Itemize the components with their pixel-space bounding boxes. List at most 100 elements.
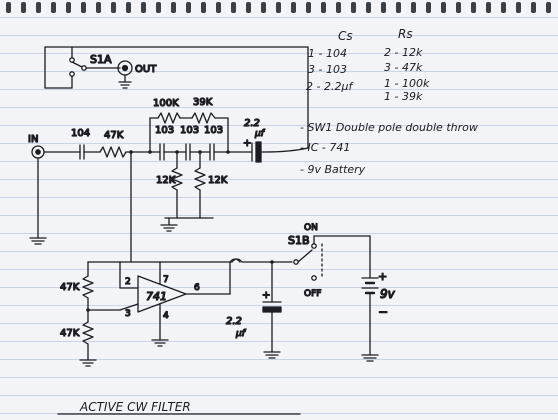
resistor-47k-divider-top-label: 47K: [60, 282, 80, 293]
capacitor-2-2uf-bypass-unit: µf: [235, 329, 247, 339]
cs-item-1: 1 - 104: [308, 47, 347, 60]
plus-bypass-cap: +: [262, 290, 270, 301]
capacitor-2-2uf-bypass-value: 2.2: [226, 316, 242, 327]
capacitor-103-a-label: 103: [155, 125, 174, 136]
resistor-39k: [191, 112, 216, 124]
binding-ring: [426, 2, 431, 13]
binding-ring: [171, 2, 176, 13]
wire-v-plus: [119, 258, 293, 263]
part-note-2: - IC - 741: [300, 141, 350, 154]
resistor-12k-b-label: 12K: [208, 175, 228, 186]
resistor-100k-label: 100K: [153, 98, 179, 109]
part-note-1: - SW1 Double pole double throw: [300, 121, 478, 134]
binding-ring: [471, 2, 476, 13]
battery-minus: −: [378, 305, 388, 319]
resistor-100k: [157, 112, 181, 124]
resistor-47k-input: [99, 146, 127, 158]
binding-ring: [246, 2, 251, 13]
binding-ring: [216, 2, 221, 13]
input-jack: [29, 145, 47, 245]
on-label: ON: [304, 223, 318, 233]
binding-ring: [336, 2, 341, 13]
cs-item-2: 3 - 103: [308, 63, 347, 76]
binding-ring: [81, 2, 86, 13]
rs-item-1: 2 - 12k: [384, 46, 423, 59]
capacitor-103-c-label: 103: [204, 125, 223, 136]
binding-ring: [366, 2, 371, 13]
binding-ring: [261, 2, 266, 13]
switch-s1a: [44, 46, 309, 149]
part-note-3: - 9v Battery: [300, 163, 366, 176]
pin2-label: 2: [125, 277, 131, 287]
diagram-title: ACTIVE CW FILTER: [79, 400, 191, 414]
off-label: OFF: [304, 289, 321, 299]
binding-ring: [501, 2, 506, 13]
binding-ring: [396, 2, 401, 13]
opamp-741: [137, 275, 187, 313]
resistor-47k-divider-bottom-label: 47K: [60, 328, 80, 339]
resistor-12k-b: [194, 167, 206, 191]
resistor-47k-divider-bottom: [82, 321, 94, 345]
resistor-39k-label: 39K: [193, 97, 213, 108]
binding-ring: [441, 2, 446, 13]
binding-ring: [351, 2, 356, 13]
binding-ring: [546, 2, 551, 13]
rs-item-4: 1 - 39k: [384, 90, 423, 103]
binding-ring: [21, 2, 26, 13]
s1a-label: S1A: [90, 53, 112, 66]
binding-ring: [531, 2, 536, 13]
resistor-47k-divider-top: [82, 275, 94, 299]
resistor-12k-a-label: 12K: [156, 175, 176, 186]
pin6-label: 6: [194, 283, 200, 293]
binding-ring: [411, 2, 416, 13]
binding-ring: [6, 2, 11, 13]
cs-header: Cs: [338, 29, 353, 43]
pin4-label: 4: [163, 311, 169, 321]
plus-output-cap: +: [243, 138, 251, 149]
binding-ring: [516, 2, 521, 13]
binding-ring: [291, 2, 296, 13]
battery-label: 9v: [380, 287, 396, 301]
resistor-47k-input-label: 47K: [104, 130, 124, 141]
binding-ring: [201, 2, 206, 13]
binding-ring: [66, 2, 71, 13]
binding-ring: [141, 2, 146, 13]
binding-ring: [231, 2, 236, 13]
opamp-label: 741: [146, 290, 167, 303]
binding-ring: [456, 2, 461, 13]
binding-ring: [486, 2, 491, 13]
rs-item-3: 1 - 100k: [384, 77, 430, 90]
cs-item-3: 2 - 2.2µf: [306, 80, 354, 93]
capacitor-2-2uf-output-value: 2.2: [244, 118, 260, 129]
binding-ring: [306, 2, 311, 13]
out-jack: [117, 60, 133, 89]
binding-ring: [111, 2, 116, 13]
binding-ring: [276, 2, 281, 13]
s1b-label: S1B: [288, 234, 310, 247]
binding-ring: [126, 2, 131, 13]
binding-ring: [36, 2, 41, 13]
resistor-12k-a: [171, 167, 183, 191]
spiral-binding: [0, 0, 558, 14]
capacitor-2-2uf-output-unit: µf: [254, 129, 266, 139]
binding-ring: [186, 2, 191, 13]
rs-item-2: 3 - 47k: [384, 61, 423, 74]
out-label: OUT: [135, 64, 157, 75]
binding-ring: [51, 2, 56, 13]
rs-header: Rs: [398, 27, 413, 41]
capacitor-2-2uf-bypass: [262, 301, 282, 359]
in-label: IN: [28, 134, 38, 145]
pin3-label: 3: [125, 309, 131, 319]
pin7-label: 7: [163, 275, 169, 285]
binding-ring: [96, 2, 101, 13]
battery-plus: +: [378, 270, 387, 283]
binding-ring: [321, 2, 326, 13]
battery-9v: [361, 277, 379, 362]
capacitor-2-2uf-output: [251, 141, 266, 163]
binding-ring: [156, 2, 161, 13]
binding-ring: [381, 2, 386, 13]
parts-notes: Cs 1 - 104 3 - 103 2 - 2.2µf Rs 2 - 12k …: [79, 27, 478, 414]
capacitor-103-b-label: 103: [180, 125, 199, 136]
